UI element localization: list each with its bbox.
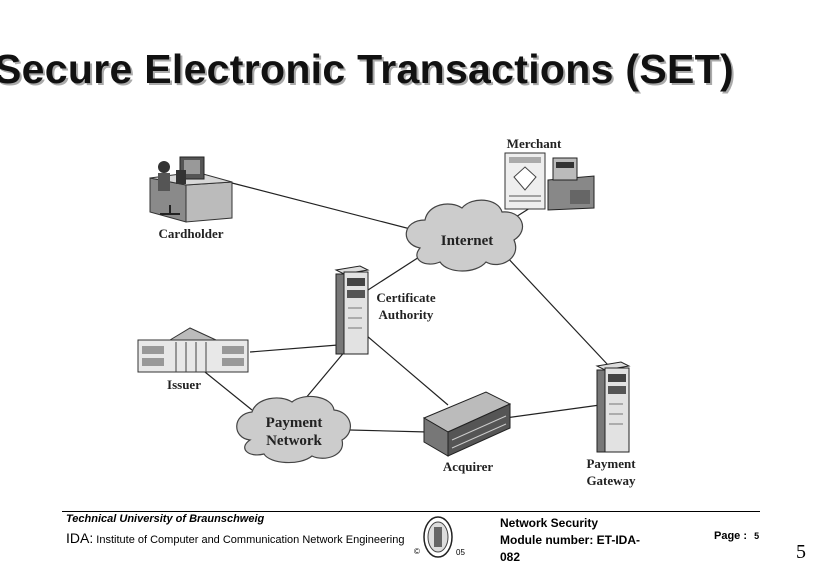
issuer-label: Issuer xyxy=(167,377,201,392)
line-paynet-ca xyxy=(299,349,347,406)
set-network-diagram: Cardholder Merchant Internet Certificate… xyxy=(137,136,636,488)
payment-gateway-server-icon xyxy=(595,361,631,453)
slide-number: 5 xyxy=(796,541,806,563)
university-name: Technical University of Braunschweig xyxy=(66,513,265,525)
internet-cloud xyxy=(405,199,524,272)
page-label: Page : xyxy=(714,530,748,542)
payment-network-cloud xyxy=(236,395,351,464)
gateway-label-line2: Gateway xyxy=(586,473,636,488)
footer-divider xyxy=(62,511,760,512)
course-info: Network Security Module number: ET-IDA- … xyxy=(500,515,680,566)
line-issuer-ca xyxy=(249,344,339,353)
connection-lines xyxy=(199,182,609,433)
module-number-line1: Module number: ET-IDA- xyxy=(500,533,640,547)
payment-network-label-line1: Payment xyxy=(266,415,323,431)
issuer-bank-icon xyxy=(137,327,249,373)
internet-label: Internet xyxy=(441,233,494,249)
institute-name: IDA: Institute of Computer and Communica… xyxy=(66,530,406,548)
slide-title: Secure Electronic Transactions (SET) xyxy=(0,46,734,92)
ca-label-line1: Certificate xyxy=(376,290,435,305)
institute-full-name: Institute of Computer and Communication … xyxy=(93,534,405,546)
line-issuer-paynet xyxy=(199,367,253,411)
payment-network-label-line2: Network xyxy=(266,433,322,449)
line-cardholder-internet xyxy=(231,182,423,233)
cardholder-label: Cardholder xyxy=(159,226,224,241)
line-paynet-acquirer xyxy=(349,429,429,433)
copyright-symbol: © xyxy=(414,547,420,556)
cardholder-icon xyxy=(149,156,233,223)
university-seal-logo xyxy=(423,516,453,558)
line-acquirer-gateway xyxy=(504,404,601,419)
page-indicator: Page : 5 xyxy=(714,530,759,542)
line-ca-acquirer xyxy=(359,329,449,406)
gateway-label-line1: Payment xyxy=(586,456,636,471)
line-internet-gateway xyxy=(504,254,609,366)
acquirer-label: Acquirer xyxy=(443,459,494,474)
institute-abbr: IDA: xyxy=(66,530,94,546)
merchant-icon xyxy=(504,152,595,211)
certificate-authority-server-icon xyxy=(334,265,370,355)
merchant-label: Merchant xyxy=(507,136,562,151)
copyright-year: 05 xyxy=(456,548,465,557)
acquirer-building-icon xyxy=(422,391,512,457)
ca-label-line2: Authority xyxy=(379,307,434,322)
course-title: Network Security xyxy=(500,516,599,530)
page-number: 5 xyxy=(754,531,760,541)
module-number-line2: 082 xyxy=(500,550,521,564)
